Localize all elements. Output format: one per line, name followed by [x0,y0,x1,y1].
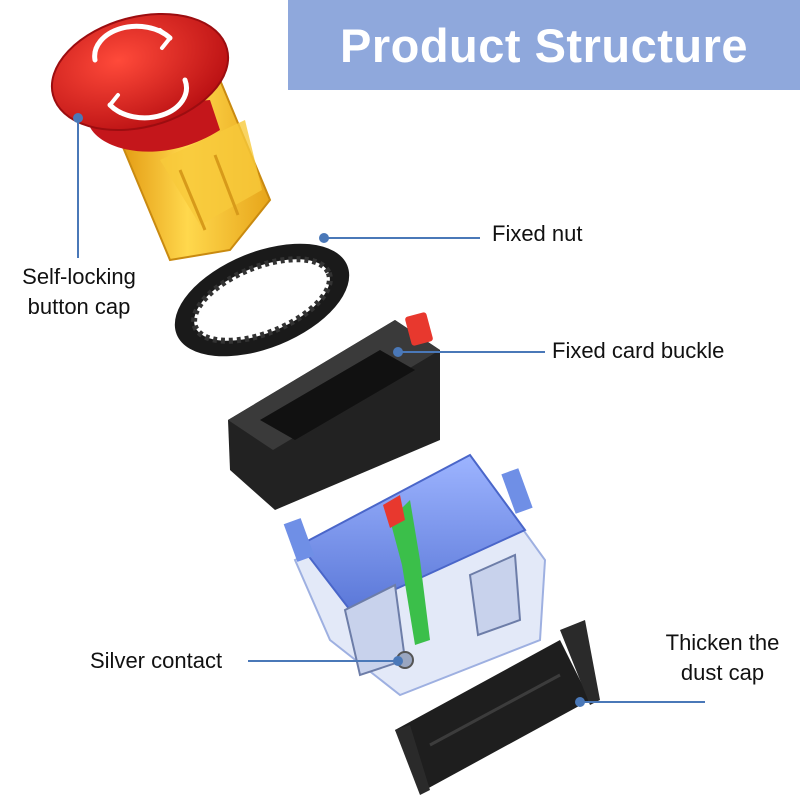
title-banner: Product Structure [288,0,800,90]
label-fixed-card-buckle: Fixed card buckle [552,338,725,363]
silver-contact-block [283,453,547,697]
label-thicken-dust-cap: Thicken the dust cap [650,628,795,688]
self-locking-button-cap [50,12,272,262]
fixed-nut [174,243,350,357]
fixed-card-buckle-housing [228,312,440,510]
dust-cap [395,620,600,795]
label-self-locking-button-cap: Self-locking button cap [8,262,150,322]
label-silver-contact: Silver contact [90,648,223,673]
label-self-locking-line1: Self-locking [22,264,136,289]
label-dust-cap-line1: Thicken the [665,630,780,655]
label-dust-cap-line2: dust cap [680,660,765,685]
label-fixed-nut: Fixed nut [492,221,583,246]
page-title: Product Structure [339,18,749,72]
label-self-locking-line2: button cap [27,294,131,319]
rotation-arrows-icon [92,23,189,121]
leader-lines [73,113,705,707]
